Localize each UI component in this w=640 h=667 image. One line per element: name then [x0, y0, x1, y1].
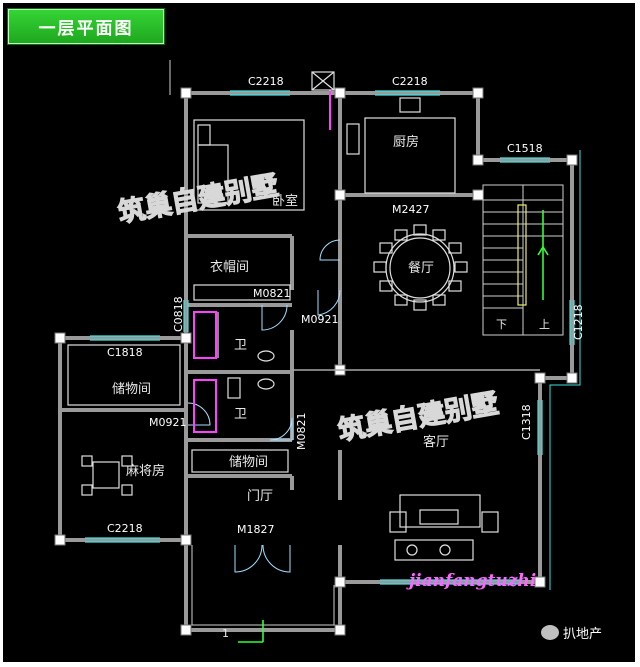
stair-label-up: 上 [539, 318, 550, 331]
code-c2218-bottom: C2218 [107, 522, 143, 535]
web-id-text: jianfangtuzhi [409, 571, 537, 591]
axis-lines [238, 369, 540, 643]
windows [85, 90, 581, 590]
brand-name: 扒地产 [563, 627, 603, 642]
stairs [482, 184, 564, 336]
fixtures [193, 71, 421, 433]
room-label-storage-left: 储物间 [112, 382, 151, 397]
code-m0921-a: M0921 [301, 313, 339, 326]
code-m0921-b: M0921 [149, 416, 187, 429]
room-label-dining: 餐厅 [408, 260, 434, 276]
code-c2218-top-right: C2218 [392, 75, 428, 88]
watermark-lower: 筑巢自建别墅 [336, 387, 501, 447]
code-m1827: M1827 [237, 523, 275, 536]
code-m0821-b: M0821 [295, 413, 308, 451]
room-label-kitchen: 厨房 [393, 134, 419, 150]
code-c1318: C1318 [520, 404, 533, 440]
code-c1218: C1218 [572, 304, 585, 340]
room-label-living: 客厅 [423, 434, 449, 450]
code-c0818: C0818 [172, 296, 185, 332]
doors [187, 239, 341, 573]
furniture [67, 117, 499, 561]
code-c2218-top-left: C2218 [248, 75, 284, 88]
code-c1518: C1518 [507, 142, 543, 155]
room-label-mahjong: 麻将房 [126, 463, 165, 479]
wechat-logo-icon [541, 625, 559, 640]
exterior-walls [58, 91, 574, 632]
columns [54, 87, 578, 636]
plan-title-tab: 一层平面图 [8, 9, 164, 44]
axis-label: 1 [222, 627, 229, 640]
interior-walls [60, 93, 478, 540]
room-label-closet: 衣帽间 [210, 259, 249, 275]
room-label-bath-upper: 卫 [234, 338, 247, 353]
room-label-bath-lower: 卫 [234, 407, 247, 422]
code-m0821-a: M0821 [253, 287, 291, 300]
code-c1818: C1818 [107, 346, 143, 359]
stair-label-down: 下 [496, 318, 507, 331]
cad-drawing-area [3, 3, 635, 662]
room-label-storage-mid: 储物间 [229, 455, 268, 470]
web-id-watermark: jianfangtuzhi [409, 571, 536, 591]
brand-mark: 扒地产 [541, 623, 602, 642]
room-label-bedroom: 卧室 [272, 193, 298, 209]
room-label-foyer: 门厅 [247, 489, 273, 504]
code-m2427: M2427 [392, 203, 430, 216]
